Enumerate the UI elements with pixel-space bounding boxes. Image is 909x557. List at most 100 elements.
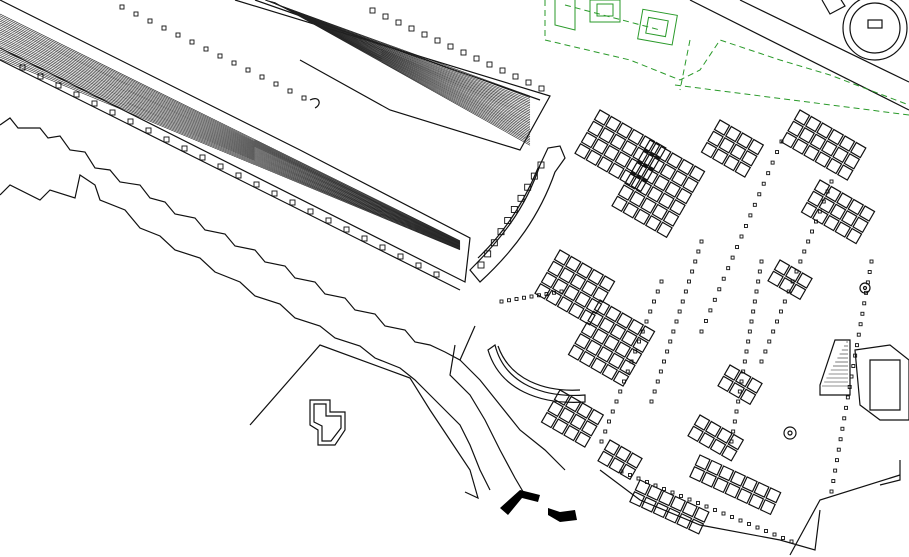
pier	[538, 85, 545, 92]
room	[646, 185, 664, 203]
room	[604, 305, 622, 323]
room-block	[629, 479, 710, 535]
pier	[127, 118, 134, 125]
column	[743, 223, 748, 228]
room	[587, 268, 605, 286]
column	[821, 199, 826, 204]
pier	[343, 226, 350, 233]
track-line	[0, 20, 461, 243]
column	[744, 349, 749, 354]
room-block	[687, 414, 745, 462]
room	[746, 377, 763, 394]
room	[659, 163, 677, 181]
room	[564, 255, 582, 273]
room	[657, 192, 675, 210]
column	[522, 295, 526, 300]
column	[756, 279, 761, 284]
room	[580, 419, 598, 437]
pier	[273, 81, 279, 87]
room	[698, 431, 716, 449]
track-line	[0, 26, 461, 244]
room	[607, 162, 625, 180]
room	[622, 201, 640, 219]
room	[800, 201, 818, 219]
room	[845, 227, 863, 245]
room	[585, 149, 603, 167]
room	[630, 175, 648, 193]
track-line	[0, 55, 461, 250]
room	[644, 214, 662, 232]
column	[610, 409, 615, 414]
room	[718, 465, 735, 482]
room	[558, 406, 576, 424]
room	[656, 221, 673, 239]
room	[625, 157, 643, 175]
pier	[289, 199, 296, 206]
exedra-cell	[537, 161, 545, 169]
room	[576, 262, 593, 279]
room	[843, 152, 861, 170]
room	[633, 208, 651, 226]
room	[627, 318, 645, 336]
column	[687, 497, 692, 502]
stadium-track	[0, 0, 551, 291]
track-line	[0, 38, 461, 247]
pier	[325, 217, 332, 224]
room	[707, 130, 724, 148]
track-line	[0, 35, 461, 246]
room	[793, 109, 811, 126]
track-line	[0, 58, 461, 251]
room	[780, 131, 798, 149]
column	[813, 219, 818, 224]
column	[778, 309, 783, 314]
column	[845, 395, 850, 400]
pier	[119, 4, 125, 10]
room	[558, 266, 576, 284]
column	[759, 359, 764, 364]
room	[687, 518, 705, 535]
room	[689, 465, 706, 483]
room	[718, 136, 736, 154]
column	[752, 202, 757, 207]
room	[580, 321, 598, 339]
rotunda	[689, 0, 909, 111]
exedra-cell	[504, 217, 512, 225]
column	[693, 259, 698, 264]
room	[823, 214, 840, 232]
room	[632, 146, 649, 164]
room-block	[780, 109, 867, 181]
column	[757, 269, 762, 274]
column	[858, 322, 863, 327]
room	[603, 439, 621, 456]
column	[653, 483, 658, 488]
column	[674, 319, 679, 324]
room	[787, 120, 804, 138]
room	[638, 325, 656, 342]
column	[633, 349, 638, 354]
column	[652, 299, 656, 304]
column	[833, 468, 838, 473]
column	[614, 399, 619, 404]
agora-building-complex	[534, 109, 876, 535]
room	[653, 174, 670, 192]
column	[628, 473, 632, 477]
room	[852, 216, 869, 234]
pier	[379, 244, 386, 251]
column	[696, 501, 700, 505]
room	[729, 143, 747, 161]
column	[802, 249, 807, 254]
room	[545, 289, 563, 307]
small-arc	[309, 98, 320, 109]
column	[680, 299, 685, 304]
pier	[189, 39, 195, 45]
pier	[287, 88, 293, 94]
column	[739, 379, 744, 384]
room-block	[689, 454, 782, 516]
room	[540, 411, 558, 429]
pier	[382, 13, 389, 20]
room-block	[567, 299, 656, 387]
room	[677, 158, 695, 176]
column	[751, 309, 756, 314]
